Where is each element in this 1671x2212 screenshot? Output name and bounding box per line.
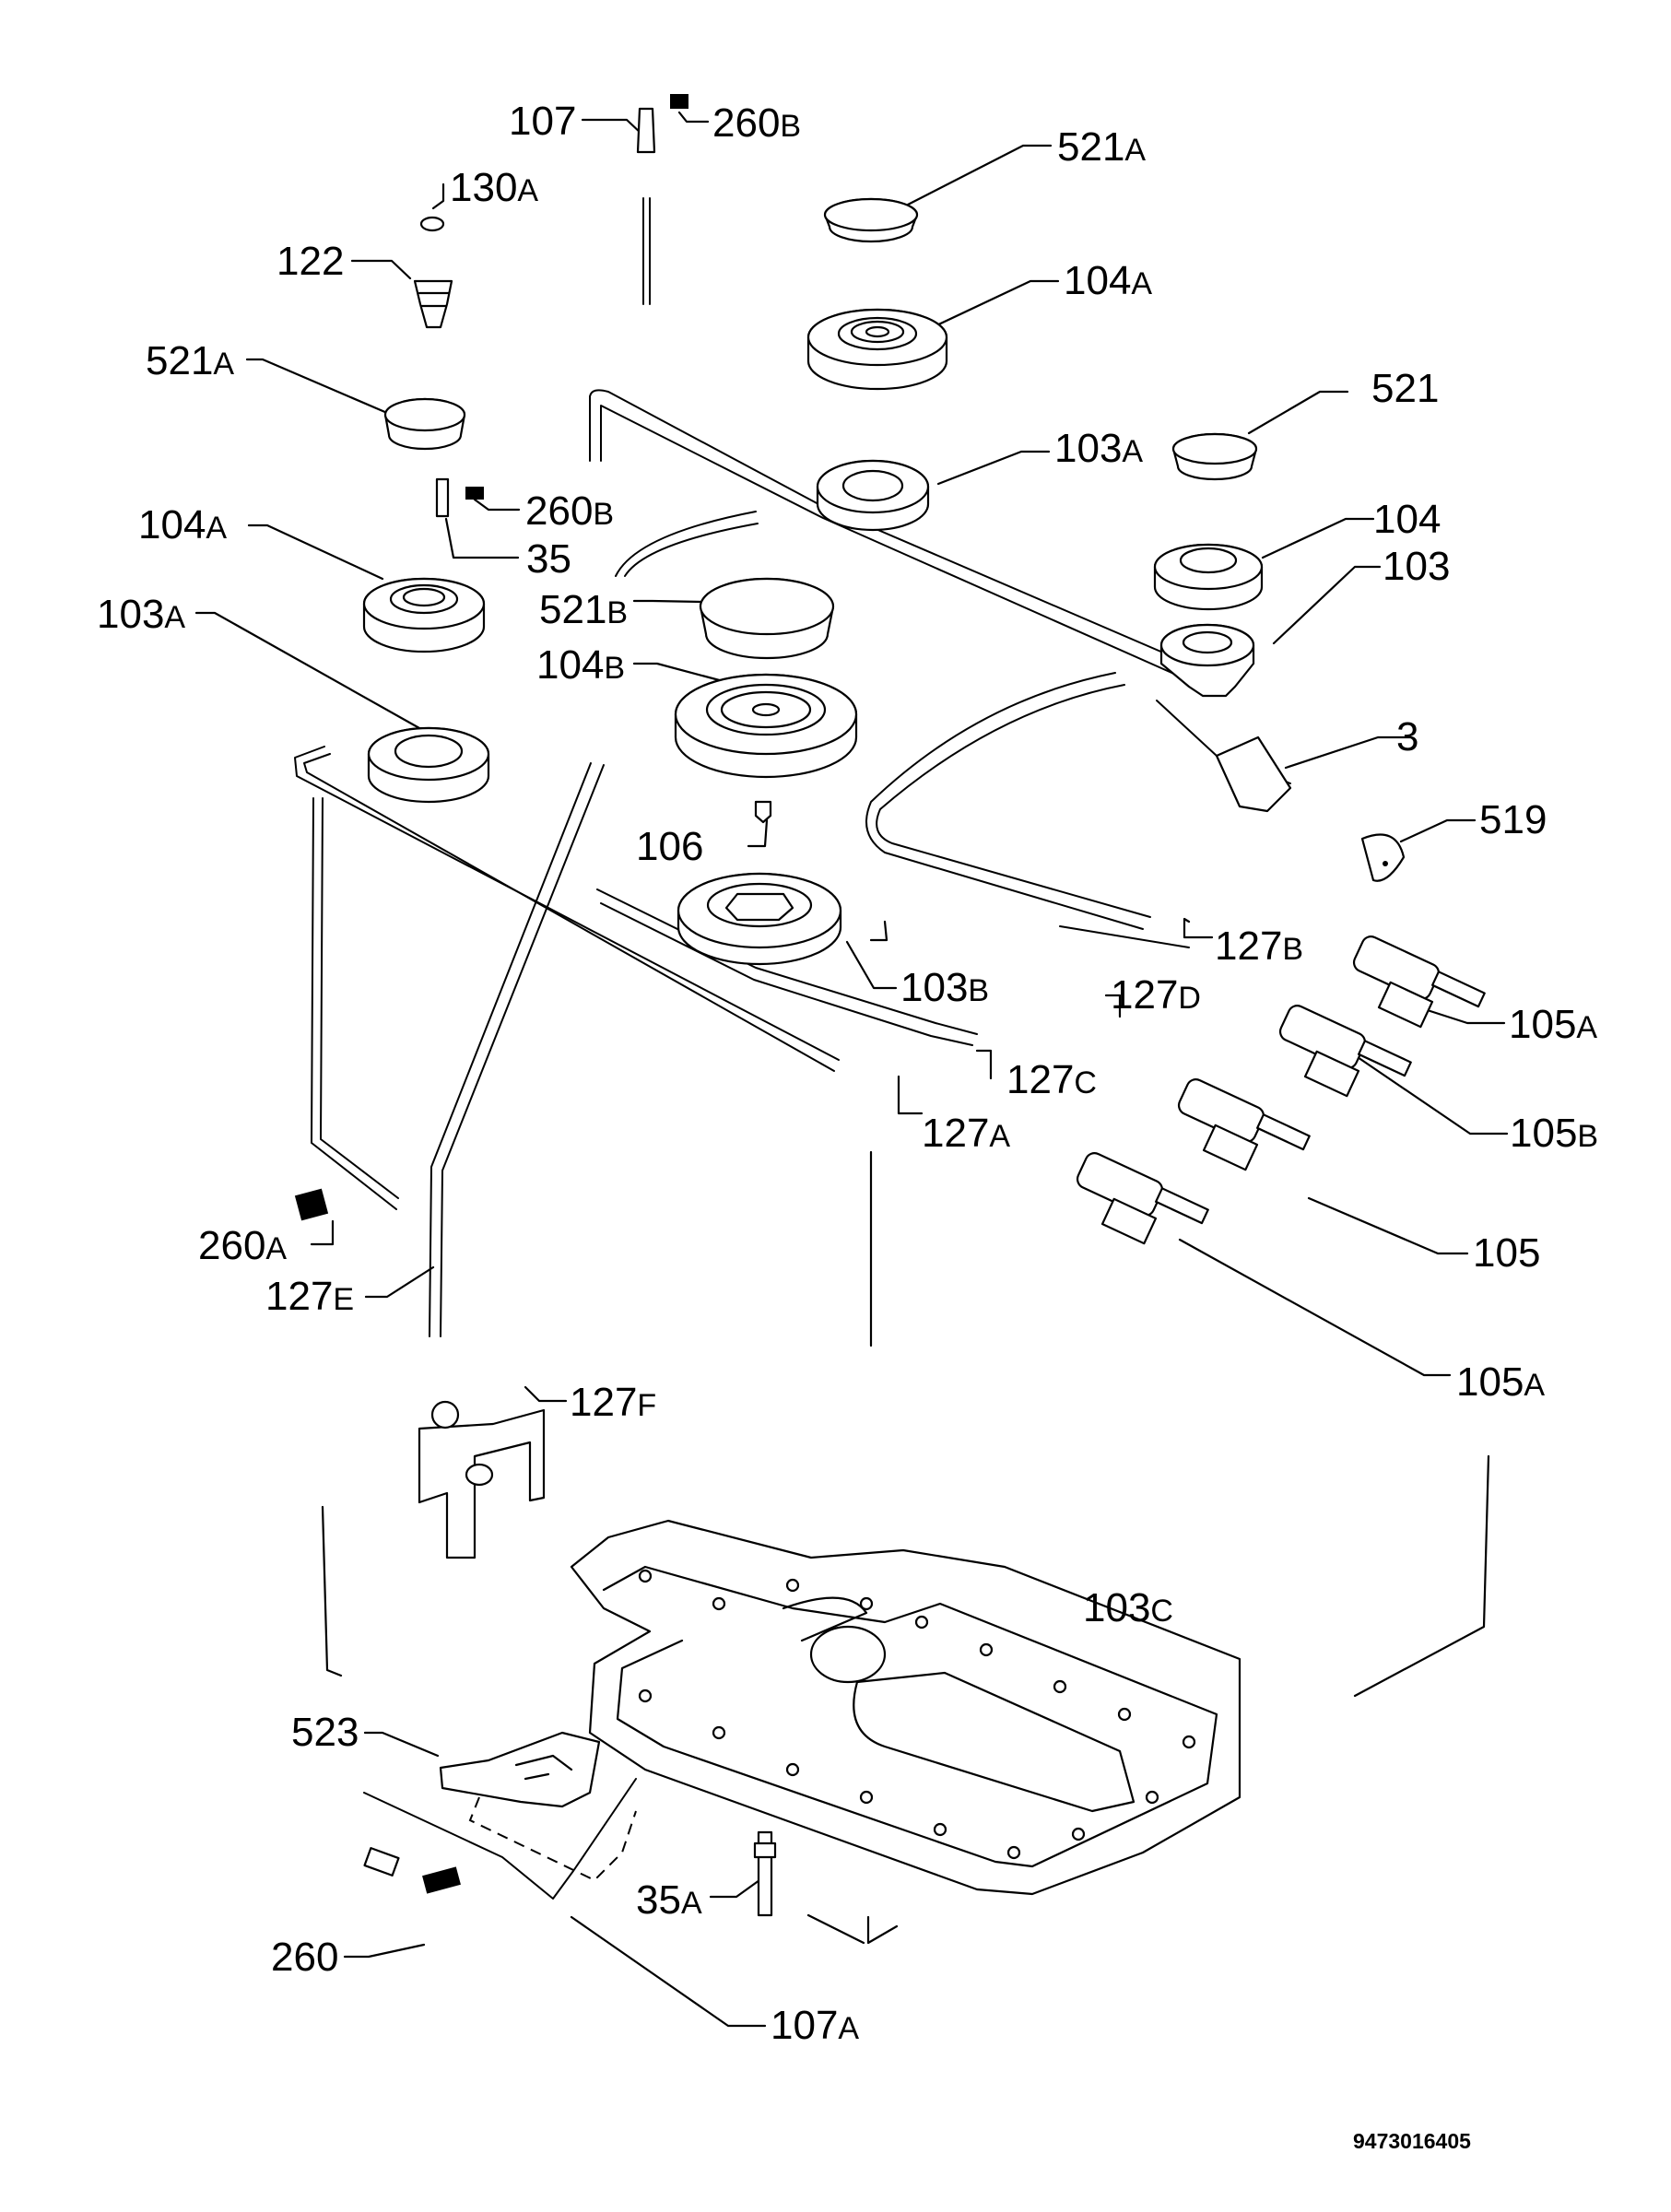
gas-valve-105: [1177, 1078, 1311, 1171]
callout-260b-mid: 260B: [525, 488, 615, 534]
callout-35: 35: [526, 536, 571, 582]
callout-3: 3: [1396, 714, 1419, 759]
callout-127e: 127E: [265, 1274, 355, 1319]
injector-bracket: [418, 1400, 546, 1559]
callout-104: 104: [1373, 497, 1442, 542]
callout-519: 519: [1479, 797, 1547, 842]
ignition-module: [439, 1731, 637, 1882]
callout-105a-bottom: 105A: [1456, 1359, 1546, 1405]
gas-valve-105a-top: [1352, 935, 1486, 1029]
callout-104a-right: 104A: [1064, 258, 1153, 303]
burner-spreaders: [362, 308, 1264, 779]
gas-pipes: [294, 197, 1291, 1900]
callout-521a-left: 521A: [146, 338, 235, 383]
callout-103a-left: 103A: [97, 592, 186, 637]
callout-523: 523: [291, 1710, 359, 1755]
gas-valve-105a-bottom: [1076, 1152, 1209, 1245]
callout-521: 521: [1371, 366, 1440, 411]
callout-122: 122: [277, 239, 345, 284]
callout-260b-top: 260B: [712, 100, 802, 146]
callout-260: 260: [271, 1935, 339, 1980]
callout-105a-top: 105A: [1509, 1002, 1598, 1047]
callout-103a-center: 103A: [1054, 426, 1144, 471]
callout-127b: 127B: [1215, 924, 1304, 969]
callout-106: 106: [636, 824, 704, 869]
small-parts: [294, 94, 1406, 1917]
callout-103c: 103C: [1083, 1585, 1173, 1630]
burner-caps: [383, 197, 1258, 660]
callout-35a: 35A: [636, 1877, 702, 1923]
callout-107: 107: [509, 99, 577, 144]
burner-tray: [570, 1519, 1241, 1896]
callout-103b: 103B: [900, 965, 990, 1010]
callout-104b: 104B: [536, 642, 626, 688]
callout-104a-left: 104A: [138, 502, 228, 547]
callout-105: 105: [1473, 1230, 1541, 1276]
leader-lines: [194, 111, 1509, 2028]
callout-107a: 107A: [771, 2003, 860, 2048]
document-number: 9473016405: [1353, 2129, 1471, 2153]
callout-127f: 127F: [570, 1380, 657, 1425]
callout-130a: 130A: [450, 165, 539, 210]
callout-260a: 260A: [198, 1223, 288, 1268]
callout-127d: 127D: [1111, 972, 1201, 1018]
callout-103: 103: [1383, 544, 1451, 589]
construction-lines: [321, 1150, 1490, 1945]
callout-127c: 127C: [1006, 1057, 1097, 1102]
callout-127a: 127A: [922, 1111, 1011, 1156]
gas-valves: [1076, 935, 1486, 1245]
callout-521a-right: 521A: [1057, 124, 1147, 170]
callout-105b: 105B: [1510, 1111, 1599, 1156]
callout-521b: 521B: [539, 587, 629, 632]
gas-valve-105b: [1278, 1005, 1412, 1098]
burner-bases: [367, 459, 1255, 966]
